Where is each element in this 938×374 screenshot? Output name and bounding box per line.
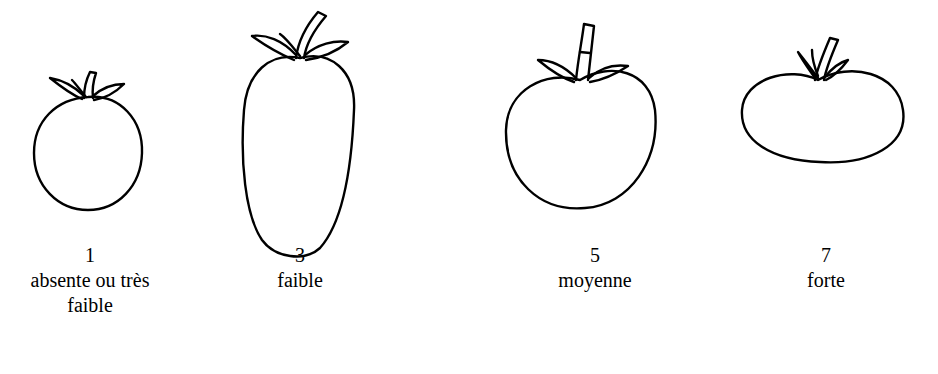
scale-number: 3	[220, 243, 380, 268]
scale-number: 1	[10, 243, 170, 268]
round-tomato	[34, 72, 142, 210]
tall-tomato	[243, 12, 354, 256]
scale-label: faible	[220, 268, 380, 293]
scale-number: 5	[515, 243, 675, 268]
flat-tomato	[742, 38, 904, 162]
scale-label: moyenne	[515, 268, 675, 293]
scale-number: 7	[746, 243, 906, 268]
scale-label: forte	[746, 268, 906, 293]
scale-label: absente ou très faible	[10, 268, 170, 318]
medium-flat-tomato	[506, 24, 656, 208]
